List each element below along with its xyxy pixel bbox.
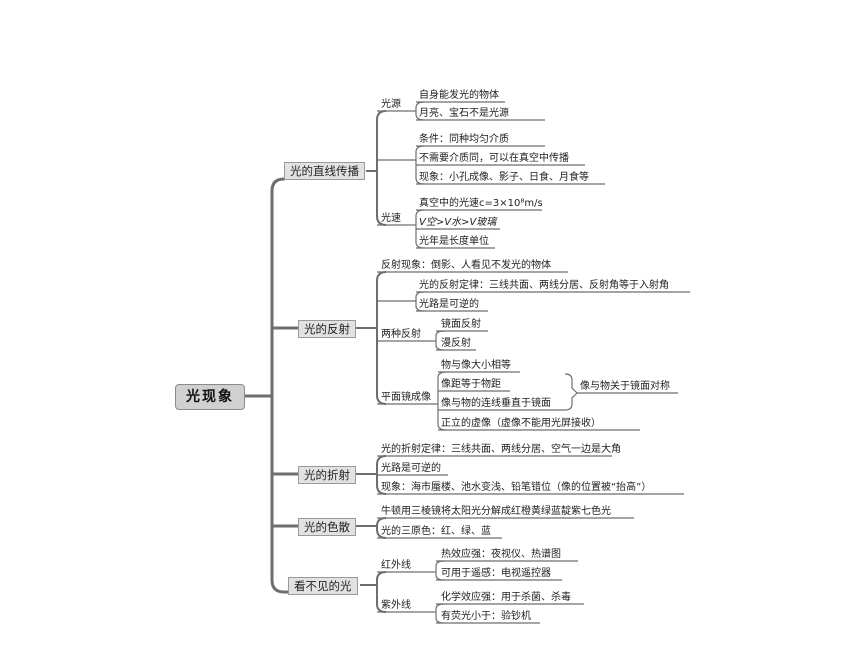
branch-2-spine xyxy=(376,271,387,405)
infrared-item: 可用于遥感：电视遥控器 xyxy=(441,568,551,579)
light-speed-item: 光年是长度单位 xyxy=(419,236,489,247)
propagation-item: 不需要介质同，可以在真空中传播 xyxy=(419,153,569,164)
light-source-item: 自身能发光的物体 xyxy=(419,90,499,101)
primary-colors: 光的三原色：红、绿、蓝 xyxy=(381,526,491,537)
refraction-law: 光的折射定律：三线共面、两线分居、空气一边是大角 xyxy=(381,444,621,455)
refraction-reversible: 光路是可逆的 xyxy=(381,463,441,474)
propagation-item: 现象：小孔成像、影子、日食、月食等 xyxy=(419,172,589,183)
diffuse-reflection: 漫反射 xyxy=(441,338,471,349)
plane-mirror-item: 物与像大小相等 xyxy=(441,360,511,371)
root-spine xyxy=(270,177,285,594)
root-node: 光现象 xyxy=(175,384,245,410)
specular-reflection: 镜面反射 xyxy=(441,319,481,330)
reflection-law: 光的反射定律：三线共面、两线分居、反射角等于入射角 xyxy=(419,280,669,291)
plane-mirror-item: 正立的虚像（虚像不能用光屏接收） xyxy=(441,418,601,429)
newton-prism: 牛顿用三棱镜将太阳光分解成红橙黄绿蓝靛紫七色光 xyxy=(381,506,611,517)
ultraviolet-label: 紫外线 xyxy=(381,600,411,611)
light-speed-item: V空>V水>V玻璃 xyxy=(419,217,497,228)
branch-refraction: 光的折射 xyxy=(298,466,356,484)
light-source-item: 月亮、宝石不是光源 xyxy=(419,108,509,119)
reflection-phenomena: 反射现象：倒影、人看见不发光的物体 xyxy=(381,260,551,271)
light-speed-label: 光速 xyxy=(381,213,401,224)
light-speed-item: 真空中的光速c=3×10⁸m/s xyxy=(419,198,543,209)
branch-reflection: 光的反射 xyxy=(298,320,356,338)
plane-mirror-item: 像距等于物距 xyxy=(441,379,501,390)
infrared-item: 热效应强：夜视仪、热谱图 xyxy=(441,549,561,560)
light-source-label: 光源 xyxy=(381,99,401,110)
ultraviolet-item: 有荧光小于：验钞机 xyxy=(441,611,531,622)
symmetry-note: 像与物关于镜面对称 xyxy=(580,381,670,392)
branch-invisible-light: 看不见的光 xyxy=(288,577,358,595)
branch-1-spine xyxy=(376,110,387,226)
branch-rectilinear-propagation: 光的直线传播 xyxy=(284,162,365,180)
plane-mirror-item: 像与物的连线垂直于镜面 xyxy=(441,398,551,409)
propagation-item: 条件：同种均匀介质 xyxy=(419,134,509,145)
infrared-label: 红外线 xyxy=(381,560,411,571)
two-reflections-label: 两种反射 xyxy=(381,329,421,340)
refraction-phenomena: 现象：海市蜃楼、池水变浅、铅笔错位（像的位置被“抬高”） xyxy=(381,482,652,493)
branch-dispersion: 光的色散 xyxy=(298,518,356,536)
symmetry-bracket xyxy=(564,373,578,411)
ultraviolet-item: 化学效应强：用于杀菌、杀毒 xyxy=(441,592,571,603)
reflection-reversible: 光路是可逆的 xyxy=(419,299,479,310)
plane-mirror-label: 平面镜成像 xyxy=(381,392,431,403)
